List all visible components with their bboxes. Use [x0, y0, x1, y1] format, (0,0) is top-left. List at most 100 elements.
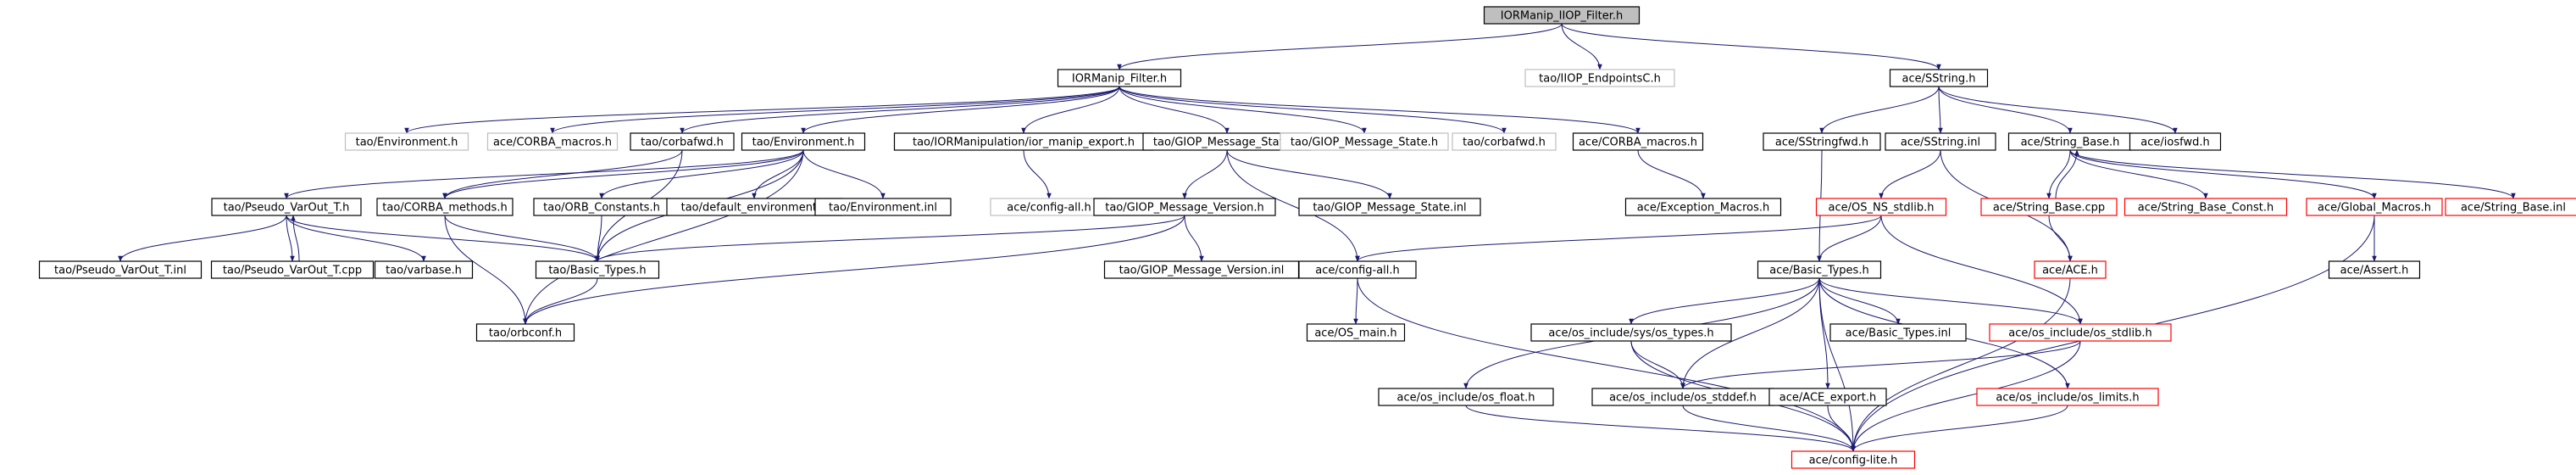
- node-label: tao/Environment.inl: [829, 202, 937, 215]
- node-label: tao/ORB_Constants.h: [543, 202, 660, 215]
- node-box: [211, 198, 362, 216]
- node-n12-ace-corba-macros-h[interactable]: ace/CORBA_macros.h: [1572, 132, 1704, 151]
- node-n1-iormanip-filter-h[interactable]: IORManip_Filter.h: [1057, 69, 1182, 87]
- node-n17-tao-pseudo-varout-t-h[interactable]: tao/Pseudo_VarOut_T.h: [211, 198, 362, 216]
- node-n41-ace-os-main-h[interactable]: ace/OS_main.h: [1306, 323, 1406, 342]
- node-n39-ace-assert-h[interactable]: ace/Assert.h: [2328, 260, 2421, 279]
- node-n7-tao-environment-h[interactable]: tao/Environment.h: [741, 132, 866, 151]
- node-box: [1093, 198, 1276, 216]
- node-box: [1378, 388, 1554, 406]
- node-box: [1057, 69, 1182, 87]
- edge-n37-to-n49: [1818, 277, 1856, 452]
- node-box: [475, 323, 575, 342]
- node-label: tao/Pseudo_VarOut_T.h: [224, 202, 350, 215]
- node-n46-ace-os-include-os-stddef-h[interactable]: ace/os_include/os_stddef.h: [1591, 388, 1774, 406]
- node-n35-tao-giop-message-version-inl[interactable]: tao/GIOP_Message_Version.inl: [1103, 260, 1300, 279]
- node-n29-ace-string-base-inl[interactable]: ace/String_Base.inl: [2445, 198, 2576, 216]
- node-box: [1815, 198, 1947, 216]
- node-n24-ace-exception-macros-h[interactable]: ace/Exception_Macros.h: [1624, 198, 1782, 216]
- node-n36-ace-config-all-h[interactable]: ace/config-all.h: [1298, 260, 1417, 279]
- node-box: [1306, 323, 1406, 342]
- edge-n38-to-n49: [1851, 277, 2071, 452]
- edge-n3-to-n16: [1938, 86, 2178, 134]
- node-label: tao/default_environment.h: [681, 202, 828, 215]
- edge-n1-to-n4: [404, 86, 1120, 134]
- edge-n25-to-n36: [1355, 215, 1882, 262]
- edge-n0-to-n1: [1117, 23, 1563, 70]
- node-n43-ace-basic-types-inl[interactable]: ace/Basic_Types.inl: [1829, 323, 1967, 342]
- node-n23-tao-giop-message-state-inl[interactable]: tao/GIOP_Message_State.inl: [1298, 198, 1481, 216]
- node-n8-tao-iormanipulation-ior-manip-export-h[interactable]: tao/IORManipulation/ior_manip_export.h: [893, 132, 1154, 151]
- node-label: tao/orbconf.h: [489, 327, 562, 340]
- node-n40-tao-orbconf-h[interactable]: tao/orbconf.h: [475, 323, 575, 342]
- node-label: ace/Exception_Macros.h: [1637, 202, 1769, 215]
- node-n37-ace-basic-types-h[interactable]: ace/Basic_Types.h: [1757, 260, 1882, 279]
- node-box: [2306, 198, 2443, 216]
- node-n34-tao-basic-types-h[interactable]: tao/Basic_Types.h: [535, 260, 660, 279]
- node-n27-ace-string-base-const-h[interactable]: ace/String_Base_Const.h: [2124, 198, 2288, 216]
- node-n4-tao-environment-h: tao/Environment.h: [344, 132, 469, 151]
- node-n0-iormanip-iiop-filter-h[interactable]: IORManip_IIOP_Filter.h: [1483, 6, 1641, 25]
- node-label: IORManip_IIOP_Filter.h: [1501, 10, 1624, 23]
- edge-n15-to-n26: [2046, 149, 2071, 199]
- node-n49-ace-config-lite-h[interactable]: ace/config-lite.h: [1790, 450, 1916, 469]
- edge-n17-to-n34: [286, 215, 600, 262]
- node-n14-ace-sstring-inl[interactable]: ace/SString.inl: [1885, 132, 1996, 151]
- node-n30-tao-giop-message-version-h[interactable]: tao/GIOP_Message_Version.h: [1093, 198, 1276, 216]
- node-n28-ace-global-macros-h[interactable]: ace/Global_Macros.h: [2306, 198, 2443, 216]
- node-n16-ace-iosfwd-h[interactable]: ace/iosfwd.h: [2129, 132, 2222, 151]
- node-n9-tao-giop-message-state-h[interactable]: tao/GIOP_Message_State.h: [1142, 132, 1312, 151]
- node-box: [2445, 198, 2576, 216]
- node-n25-ace-os-ns-stdlib-h[interactable]: ace/OS_NS_stdlib.h: [1815, 198, 1947, 216]
- node-n3-ace-sstring-h[interactable]: ace/SString.h: [1889, 69, 1989, 87]
- node-label: ace/ACE_export.h: [1779, 392, 1876, 405]
- node-box: [38, 260, 203, 279]
- node-n11-tao-corbafwd-h: tao/corbafwd.h: [1452, 132, 1557, 151]
- edge-n7-to-n19: [599, 149, 804, 199]
- node-n33-tao-varbase-h[interactable]: tao/varbase.h: [374, 260, 474, 279]
- node-label: tao/corbafwd.h: [641, 137, 724, 149]
- edge-n25-to-n44: [1880, 215, 2083, 325]
- node-n44-ace-os-include-os-stdlib-h[interactable]: ace/os_include/os_stdlib.h: [1989, 323, 2172, 342]
- node-label: tao/IORManipulation/ior_manip_export.h: [913, 137, 1135, 149]
- node-n18-tao-corba-methods-h[interactable]: tao/CORBA_methods.h: [376, 198, 514, 216]
- edge-n14-to-n25: [1879, 149, 1941, 199]
- node-n31-tao-pseudo-varout-t-inl[interactable]: tao/Pseudo_VarOut_T.inl: [38, 260, 203, 279]
- edge-n17-to-n33: [286, 215, 426, 262]
- node-n21-tao-environment-inl[interactable]: tao/Environment.inl: [814, 198, 952, 216]
- node-label: tao/Pseudo_VarOut_T.inl: [54, 265, 186, 277]
- node-box: [741, 132, 866, 151]
- node-n6-tao-corbafwd-h[interactable]: tao/corbafwd.h: [630, 132, 735, 151]
- node-label: tao/Basic_Types.h: [548, 265, 646, 277]
- edge-n7-to-n40: [523, 149, 804, 325]
- node-label: ace/OS_NS_stdlib.h: [1829, 202, 1935, 215]
- node-n26-ace-string-base-cpp[interactable]: ace/String_Base.cpp: [1980, 198, 2118, 216]
- node-n42-ace-os-include-sys-os-types-h[interactable]: ace/os_include/sys/os_types.h: [1530, 323, 1732, 342]
- node-n48-ace-os-include-os-limits-h[interactable]: ace/os_include/os_limits.h: [1976, 388, 2159, 406]
- node-label: ace/os_include/os_limits.h: [1996, 392, 2139, 405]
- node-box: [1790, 450, 1916, 469]
- node-label: ace/SString.inl: [1901, 137, 1980, 149]
- node-n38-ace-ace-h[interactable]: ace/ACE.h: [2034, 260, 2107, 279]
- edge-n18-to-n34: [444, 215, 600, 262]
- node-n19-tao-orb-constants-h[interactable]: tao/ORB_Constants.h: [533, 198, 670, 216]
- node-box: [486, 132, 619, 151]
- node-label: ace/CORBA_macros.h: [493, 137, 612, 149]
- node-n47-ace-ace-export-h[interactable]: ace/ACE_export.h: [1768, 388, 1887, 406]
- node-n2-tao-iiop-endpointsc-h: tao/IIOP_EndpointsC.h: [1524, 69, 1675, 87]
- edge-n36-to-n41: [1353, 277, 1358, 325]
- node-label: ace/ACE.h: [2042, 265, 2098, 277]
- edge-n42-to-n46: [1630, 340, 1685, 389]
- node-box: [344, 132, 469, 151]
- node-n13-ace-sstringfwd-h[interactable]: ace/SStringfwd.h: [1763, 132, 1881, 151]
- node-n32-tao-pseudo-varout-t-cpp[interactable]: tao/Pseudo_VarOut_T.cpp: [210, 260, 375, 279]
- node-box: [1768, 388, 1887, 406]
- edge-n30-to-n34: [595, 215, 1185, 262]
- node-n15-ace-string-base-h[interactable]: ace/String_Base.h: [2007, 132, 2133, 151]
- node-label: ace/os_include/sys/os_types.h: [1548, 327, 1713, 340]
- node-box: [1757, 260, 1882, 279]
- node-label: ace/iosfwd.h: [2140, 137, 2209, 149]
- edge-n3-to-n14: [1938, 86, 1943, 134]
- node-n45-ace-os-include-os-float-h[interactable]: ace/os_include/os_float.h: [1378, 388, 1554, 406]
- edge-n37-to-n43: [1818, 277, 1901, 325]
